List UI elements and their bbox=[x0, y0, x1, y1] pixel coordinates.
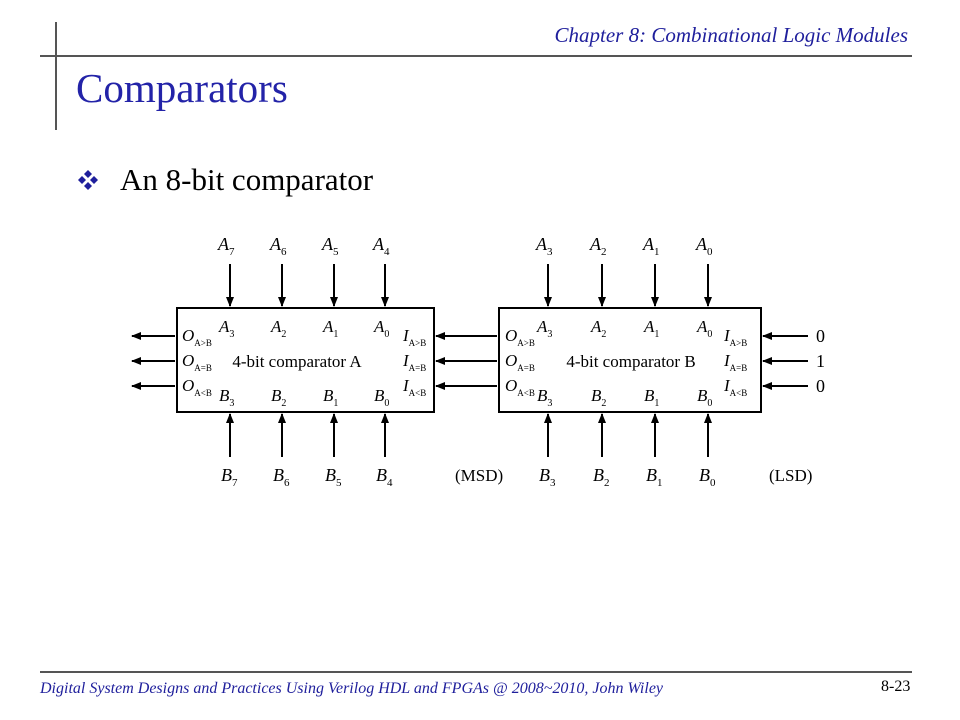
comparator-b-label: 4-bit comparator B bbox=[566, 352, 695, 371]
comparator-b-block bbox=[498, 307, 762, 413]
block-a-output-0: OA>B bbox=[182, 326, 212, 348]
block-b-output-0: OA>B bbox=[505, 326, 535, 348]
comparator-a-block bbox=[176, 307, 435, 413]
label-A5: A5 bbox=[321, 234, 339, 258]
block-b-cascade-0: IA>B bbox=[723, 326, 747, 348]
label-A3: A3 bbox=[535, 234, 553, 258]
block-b-cascade-2: IA<B bbox=[723, 376, 747, 398]
label-A0: A0 bbox=[695, 234, 713, 258]
block-b-pin-A2: A2 bbox=[590, 317, 606, 340]
block-b-pin-B2: B2 bbox=[591, 386, 606, 409]
block-a-pin-A0: A0 bbox=[373, 317, 389, 340]
footer-text: Digital System Designs and Practices Usi… bbox=[40, 680, 664, 697]
four-diamond-bullet-icon bbox=[78, 170, 98, 190]
cascade-value-eq: 1 bbox=[816, 351, 825, 371]
block-a-cascade-0: IA>B bbox=[402, 326, 426, 348]
block-a-pin-B0: B0 bbox=[374, 386, 389, 409]
label-B5: B5 bbox=[325, 465, 342, 489]
block-a-output-2: OA<B bbox=[182, 376, 212, 398]
comparator-a-label: 4-bit comparator A bbox=[232, 352, 362, 371]
label-B6: B6 bbox=[273, 465, 290, 489]
label-B7: B7 bbox=[221, 465, 238, 489]
label-B1: B1 bbox=[646, 465, 663, 489]
vertical-rule bbox=[55, 22, 57, 130]
label-A7: A7 bbox=[217, 234, 235, 258]
page-number: 8-23 bbox=[881, 678, 911, 695]
footer-rule bbox=[40, 671, 912, 673]
label-B3: B3 bbox=[539, 465, 556, 489]
cascade-value-gt: 0 bbox=[816, 326, 825, 346]
block-b-pin-B0: B0 bbox=[697, 386, 712, 409]
lsd-label: (LSD) bbox=[769, 466, 812, 485]
label-B2: B2 bbox=[593, 465, 610, 489]
block-a-cascade-2: IA<B bbox=[402, 376, 426, 398]
slide-title: Comparators bbox=[76, 65, 288, 111]
block-b-pin-A1: A1 bbox=[643, 317, 659, 340]
block-a-cascade-1: IA=B bbox=[402, 351, 426, 373]
label-A6: A6 bbox=[269, 234, 287, 258]
block-a-pin-A3: A3 bbox=[218, 317, 234, 340]
label-B0: B0 bbox=[699, 465, 716, 489]
block-b-output-1: OA=B bbox=[505, 351, 535, 373]
block-b-output-2: OA<B bbox=[505, 376, 535, 398]
block-a-pin-B3: B3 bbox=[219, 386, 234, 409]
bullet-text: An 8-bit comparator bbox=[120, 162, 374, 197]
label-B4: B4 bbox=[376, 465, 393, 489]
block-b-cascade-1: IA=B bbox=[723, 351, 747, 373]
block-a-pin-B2: B2 bbox=[271, 386, 286, 409]
block-b-pin-A3: A3 bbox=[536, 317, 552, 340]
label-A1: A1 bbox=[642, 234, 660, 258]
msd-label: (MSD) bbox=[455, 466, 503, 485]
chapter-title: Chapter 8: Combinational Logic Modules bbox=[554, 23, 909, 47]
label-A2: A2 bbox=[589, 234, 607, 258]
label-A4: A4 bbox=[372, 234, 390, 258]
block-b-pin-B3: B3 bbox=[537, 386, 552, 409]
block-b-pin-A0: A0 bbox=[696, 317, 712, 340]
block-a-pin-B1: B1 bbox=[323, 386, 338, 409]
block-b-pin-B1: B1 bbox=[644, 386, 659, 409]
cascade-value-lt: 0 bbox=[816, 376, 825, 396]
bullet-item: An 8-bit comparator bbox=[78, 162, 373, 198]
header-rule bbox=[40, 55, 912, 57]
block-a-output-1: OA=B bbox=[182, 351, 212, 373]
block-a-pin-A2: A2 bbox=[270, 317, 286, 340]
block-a-pin-A1: A1 bbox=[322, 317, 338, 340]
